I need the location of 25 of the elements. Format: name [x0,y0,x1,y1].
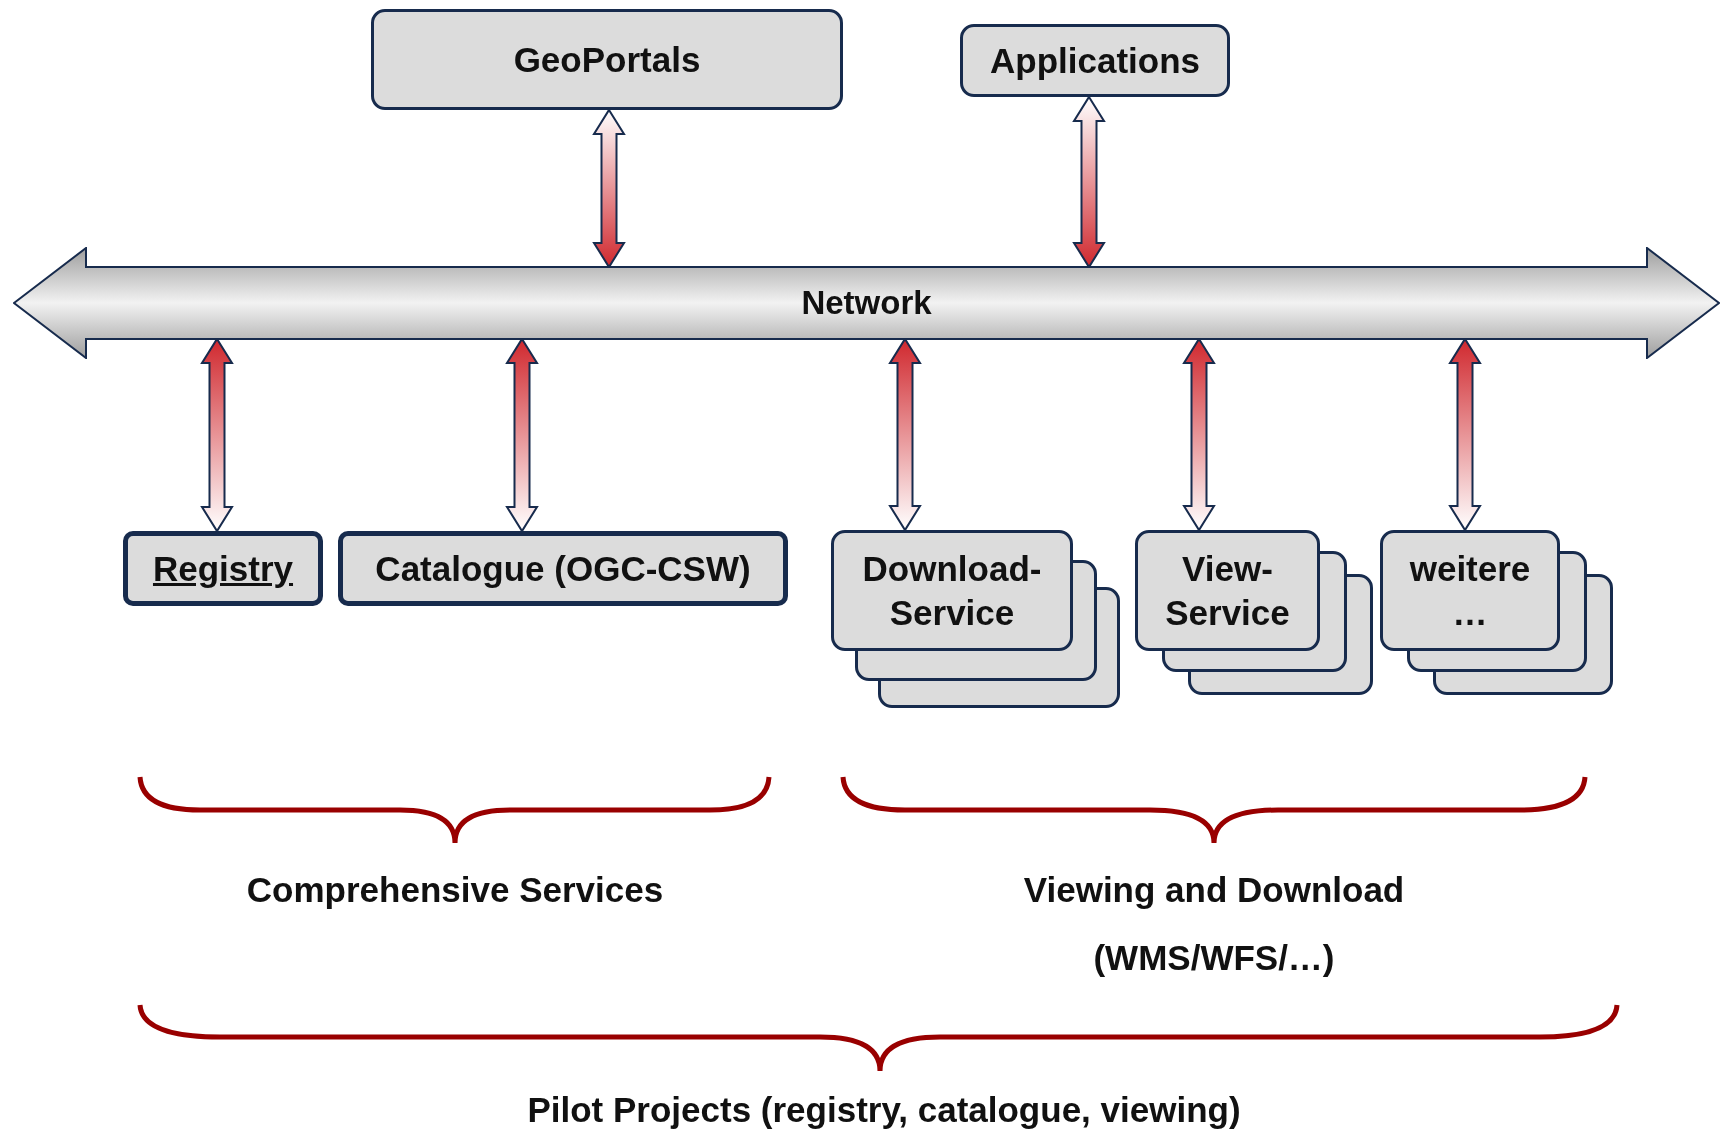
component-box [338,531,788,606]
component-box [960,24,1230,97]
double-block-arrow [592,108,626,269]
group-caption: Viewing and Download (WMS/WFS/…) [1022,869,1406,979]
stacked-service-cards [1135,530,1373,695]
node-label: Registry [152,547,294,590]
stacked-service-cards [831,530,1120,708]
group-caption: Comprehensive Services [245,869,665,911]
double-block-arrow [505,337,539,533]
double-block-arrow [888,337,922,532]
node-label: weitere … [1408,547,1532,634]
double-block-arrow [1448,337,1482,532]
component-box [123,531,323,606]
node-label: Download- Service [861,547,1043,634]
node-label: View- Service [1164,547,1291,634]
node-label: GeoPortals [513,38,701,81]
double-block-arrow [200,337,234,533]
group-caption: Pilot Projects (registry, catalogue, viewing) [526,1089,1242,1131]
node-label: Catalogue (OGC-CSW) [375,547,751,590]
double-block-arrow [1072,95,1106,269]
node-label: Network [801,283,932,324]
double-block-arrow [1182,337,1216,532]
component-box [371,9,843,110]
stacked-service-cards [1380,530,1613,695]
node-label: Applications [990,39,1200,82]
